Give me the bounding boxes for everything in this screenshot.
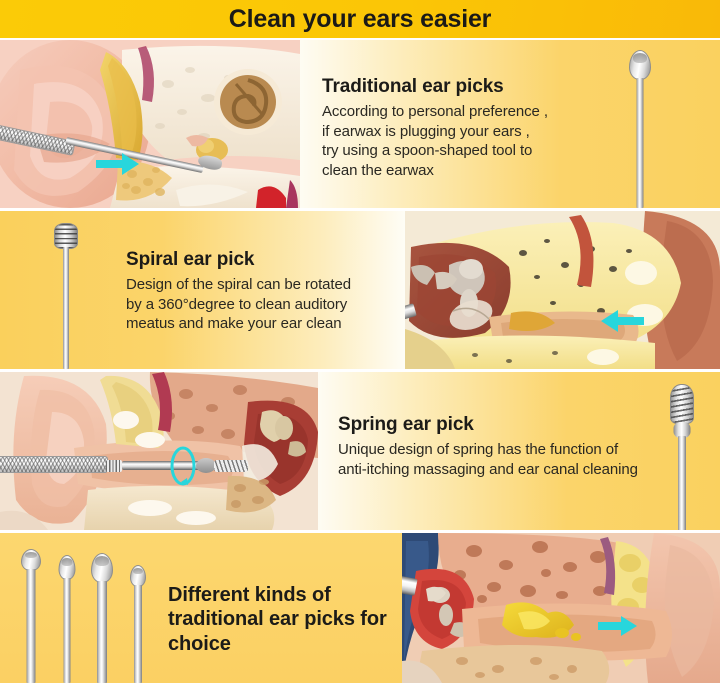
section-2-body-line-1: Design of the spiral can be rotated: [126, 276, 351, 294]
section-1-heading: Traditional ear picks: [322, 76, 504, 97]
ear-anatomy-art-earwax: [402, 533, 720, 683]
text-pane-1: Traditional ear picks According to perso…: [300, 40, 720, 208]
section-3-heading: Spring ear pick: [338, 414, 474, 435]
section-traditional-ear-picks: Traditional ear picks According to perso…: [0, 40, 720, 208]
ear-anatomy-art-outer-ear: [0, 40, 300, 208]
section-2-text: Spiral ear pick Design of the spiral can…: [126, 249, 405, 334]
ear-anatomy-illustration-1: [0, 40, 300, 208]
section-1-body-line-3: try using a spoon-shaped tool to: [322, 142, 533, 160]
section-3-text: Spring ear pick Unique design of spring …: [338, 414, 678, 479]
ear-pick-variant-3: [84, 553, 120, 683]
variant-1-scoop: [21, 549, 41, 571]
section-4-text: Different kinds of traditional ear picks…: [168, 583, 398, 656]
text-pane-2: Spiral ear pick Design of the spiral can…: [0, 211, 405, 369]
section-4-heading-line-1: Different kinds of: [168, 584, 331, 606]
variant-4-shaft: [134, 585, 142, 683]
section-spiral-ear-pick: Spiral ear pick Design of the spiral can…: [0, 211, 720, 369]
spring-tool-bead: [196, 458, 216, 473]
ear-anatomy-illustration-2: [405, 211, 720, 369]
section-different-kinds: Different kinds of traditional ear picks…: [0, 533, 720, 683]
ear-pick-shaft: [636, 78, 644, 208]
section-1-body-line-4: clean the earwax: [322, 161, 434, 179]
spring-ear-pick-illustration: [662, 382, 702, 530]
ear-anatomy-art-middle-ear: [405, 211, 720, 369]
spring-tool-shaft: [122, 461, 202, 470]
variant-3-shaft: [97, 581, 107, 683]
ear-pick-scoop-head: [629, 50, 651, 80]
spring-tool-coil-tip: [214, 460, 248, 472]
spring-pick-shaft: [678, 436, 686, 530]
section-1-body-line-2: if earwax is plugging your ears ,: [322, 122, 530, 140]
spring-tool-collar: [106, 460, 122, 472]
section-2-heading: Spiral ear pick: [126, 249, 255, 270]
spring-coil-head: [670, 384, 694, 424]
ear-pick-variant-4: [122, 565, 154, 683]
section-3-body-line-2: anti-itching massaging and ear canal cle…: [338, 460, 638, 478]
ear-pick-variant-2: [50, 555, 84, 683]
variant-2-shaft: [63, 578, 71, 683]
spiral-pick-shaft: [63, 247, 69, 369]
header-banner: Clean your ears easier: [0, 0, 720, 38]
section-spring-ear-pick: Spring ear pick Unique design of spring …: [0, 372, 720, 530]
spring-pick-bead: [673, 422, 691, 438]
cyan-arrow-icon: [96, 152, 140, 176]
section-1-text: Traditional ear picks According to perso…: [322, 76, 622, 180]
text-pane-3: Spring ear pick Unique design of spring …: [318, 372, 720, 530]
section-2-body-line-2: by a 360°degree to clean auditory: [126, 295, 348, 313]
ear-pick-variant-1: [14, 549, 48, 683]
variant-1-shaft: [26, 569, 36, 683]
variant-2-scoop: [58, 555, 76, 580]
spring-tool-knurled-handle: [0, 456, 108, 473]
cyan-arrow-icon: [600, 309, 644, 333]
section-2-body-line-3: meatus and make your ear clean: [126, 315, 342, 333]
cyan-rotation-circle-icon: [168, 446, 198, 486]
ear-anatomy-illustration-3: [0, 372, 318, 530]
variant-3-scoop: [91, 553, 113, 583]
variant-4-scoop: [130, 565, 146, 587]
section-3-body-line-1: Unique design of spring has the function…: [338, 441, 619, 459]
cyan-arrow-icon: [598, 615, 638, 637]
page-title: Clean your ears easier: [228, 4, 492, 33]
spoon-shaped-ear-pick-illustration: [620, 48, 660, 208]
spiral-ear-pick-illustration: [46, 217, 86, 369]
section-1-body-line-1: According to personal preference ,: [322, 103, 548, 121]
section-4-heading-line-2: traditional ear picks for: [168, 608, 387, 631]
ear-anatomy-illustration-4: [402, 533, 720, 683]
spiral-head: [54, 223, 78, 249]
section-4-heading-line-3: choice: [168, 632, 231, 655]
ear-anatomy-art-ear-canal: [0, 372, 318, 530]
text-pane-4: Different kinds of traditional ear picks…: [0, 533, 402, 683]
